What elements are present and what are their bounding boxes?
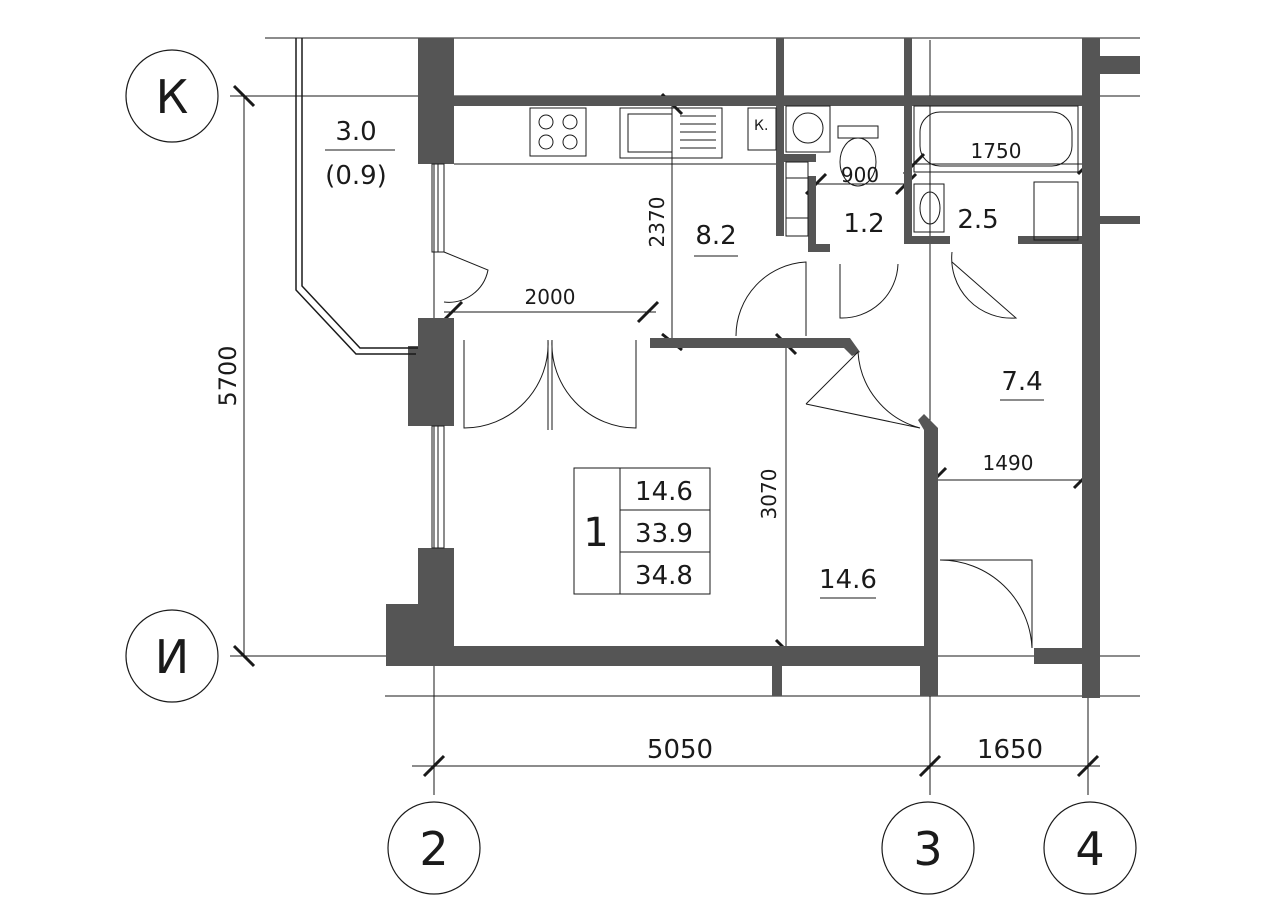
- axis-label-4: 4: [1075, 822, 1104, 876]
- summary-living-area: 14.6: [635, 477, 693, 507]
- dim-width-3-4: 1650: [977, 735, 1043, 765]
- balcony-area-label: 3.0: [335, 117, 376, 147]
- boiler-label: К.: [754, 118, 768, 134]
- summary-total-with-balcony: 34.8: [635, 561, 693, 591]
- dim-wc-width: 900: [841, 163, 879, 187]
- axis-markers: К И 2 3 4: [125, 49, 1137, 895]
- bathtub-icon: [913, 105, 1079, 173]
- axis-bubble-i: [125, 609, 219, 703]
- windows: [431, 163, 445, 549]
- balcony: [295, 38, 418, 355]
- dim-kitchen-depth: 2370: [645, 197, 669, 248]
- axis-bubble-3: [881, 801, 975, 895]
- walls: [386, 38, 1140, 698]
- kitchen-fixtures: К.: [454, 107, 777, 165]
- axis-label-2: 2: [419, 822, 448, 876]
- toilet-icon: [837, 125, 879, 139]
- dim-room-depth: 3070: [757, 469, 781, 520]
- corridor-area-label: 7.4: [1001, 367, 1042, 397]
- boiler-icon: [747, 107, 777, 151]
- area-summary: [573, 467, 711, 595]
- axis-bubble-2: [387, 801, 481, 895]
- dim-total-height: 5700: [214, 345, 242, 406]
- axis-label-k: К: [156, 70, 189, 124]
- stove-icon: [529, 107, 587, 157]
- summary-total-area: 33.9: [635, 519, 693, 549]
- summary-values: 1 14.6 33.9 34.8: [583, 477, 693, 591]
- bath-fixtures: [785, 105, 1079, 241]
- area-underlines: [694, 255, 1044, 599]
- sink-icon: [619, 107, 723, 159]
- axis-bubble-k: [125, 49, 219, 143]
- doors: [443, 251, 1033, 649]
- dim-bath-length: 1750: [971, 139, 1022, 163]
- kitchen-area-label: 8.2: [695, 221, 736, 251]
- dimension-labels: 5700 5050 1650 2370 2000 3070 1490 1750 …: [214, 139, 1043, 765]
- bathroom-area-label: 2.5: [957, 205, 998, 235]
- dim-width-2-3: 5050: [647, 735, 713, 765]
- washing-machine-icon: [785, 105, 831, 153]
- room-labels: 3.0 (0.9) 8.2 1.2 2.5 7.4 14.6: [325, 117, 1043, 595]
- rooms-count: 1: [583, 510, 608, 556]
- axis-bubble-4: [1043, 801, 1137, 895]
- axis-label-i: И: [155, 630, 189, 684]
- washbasin-icon: [913, 183, 945, 233]
- dim-hall-width: 2000: [525, 285, 576, 309]
- balcony-reduced-label: (0.9): [325, 161, 387, 191]
- wc-area-label: 1.2: [843, 209, 884, 239]
- living-area-label: 14.6: [819, 565, 877, 595]
- dim-corridor-width: 1490: [983, 451, 1034, 475]
- axis-label-3: 3: [913, 822, 942, 876]
